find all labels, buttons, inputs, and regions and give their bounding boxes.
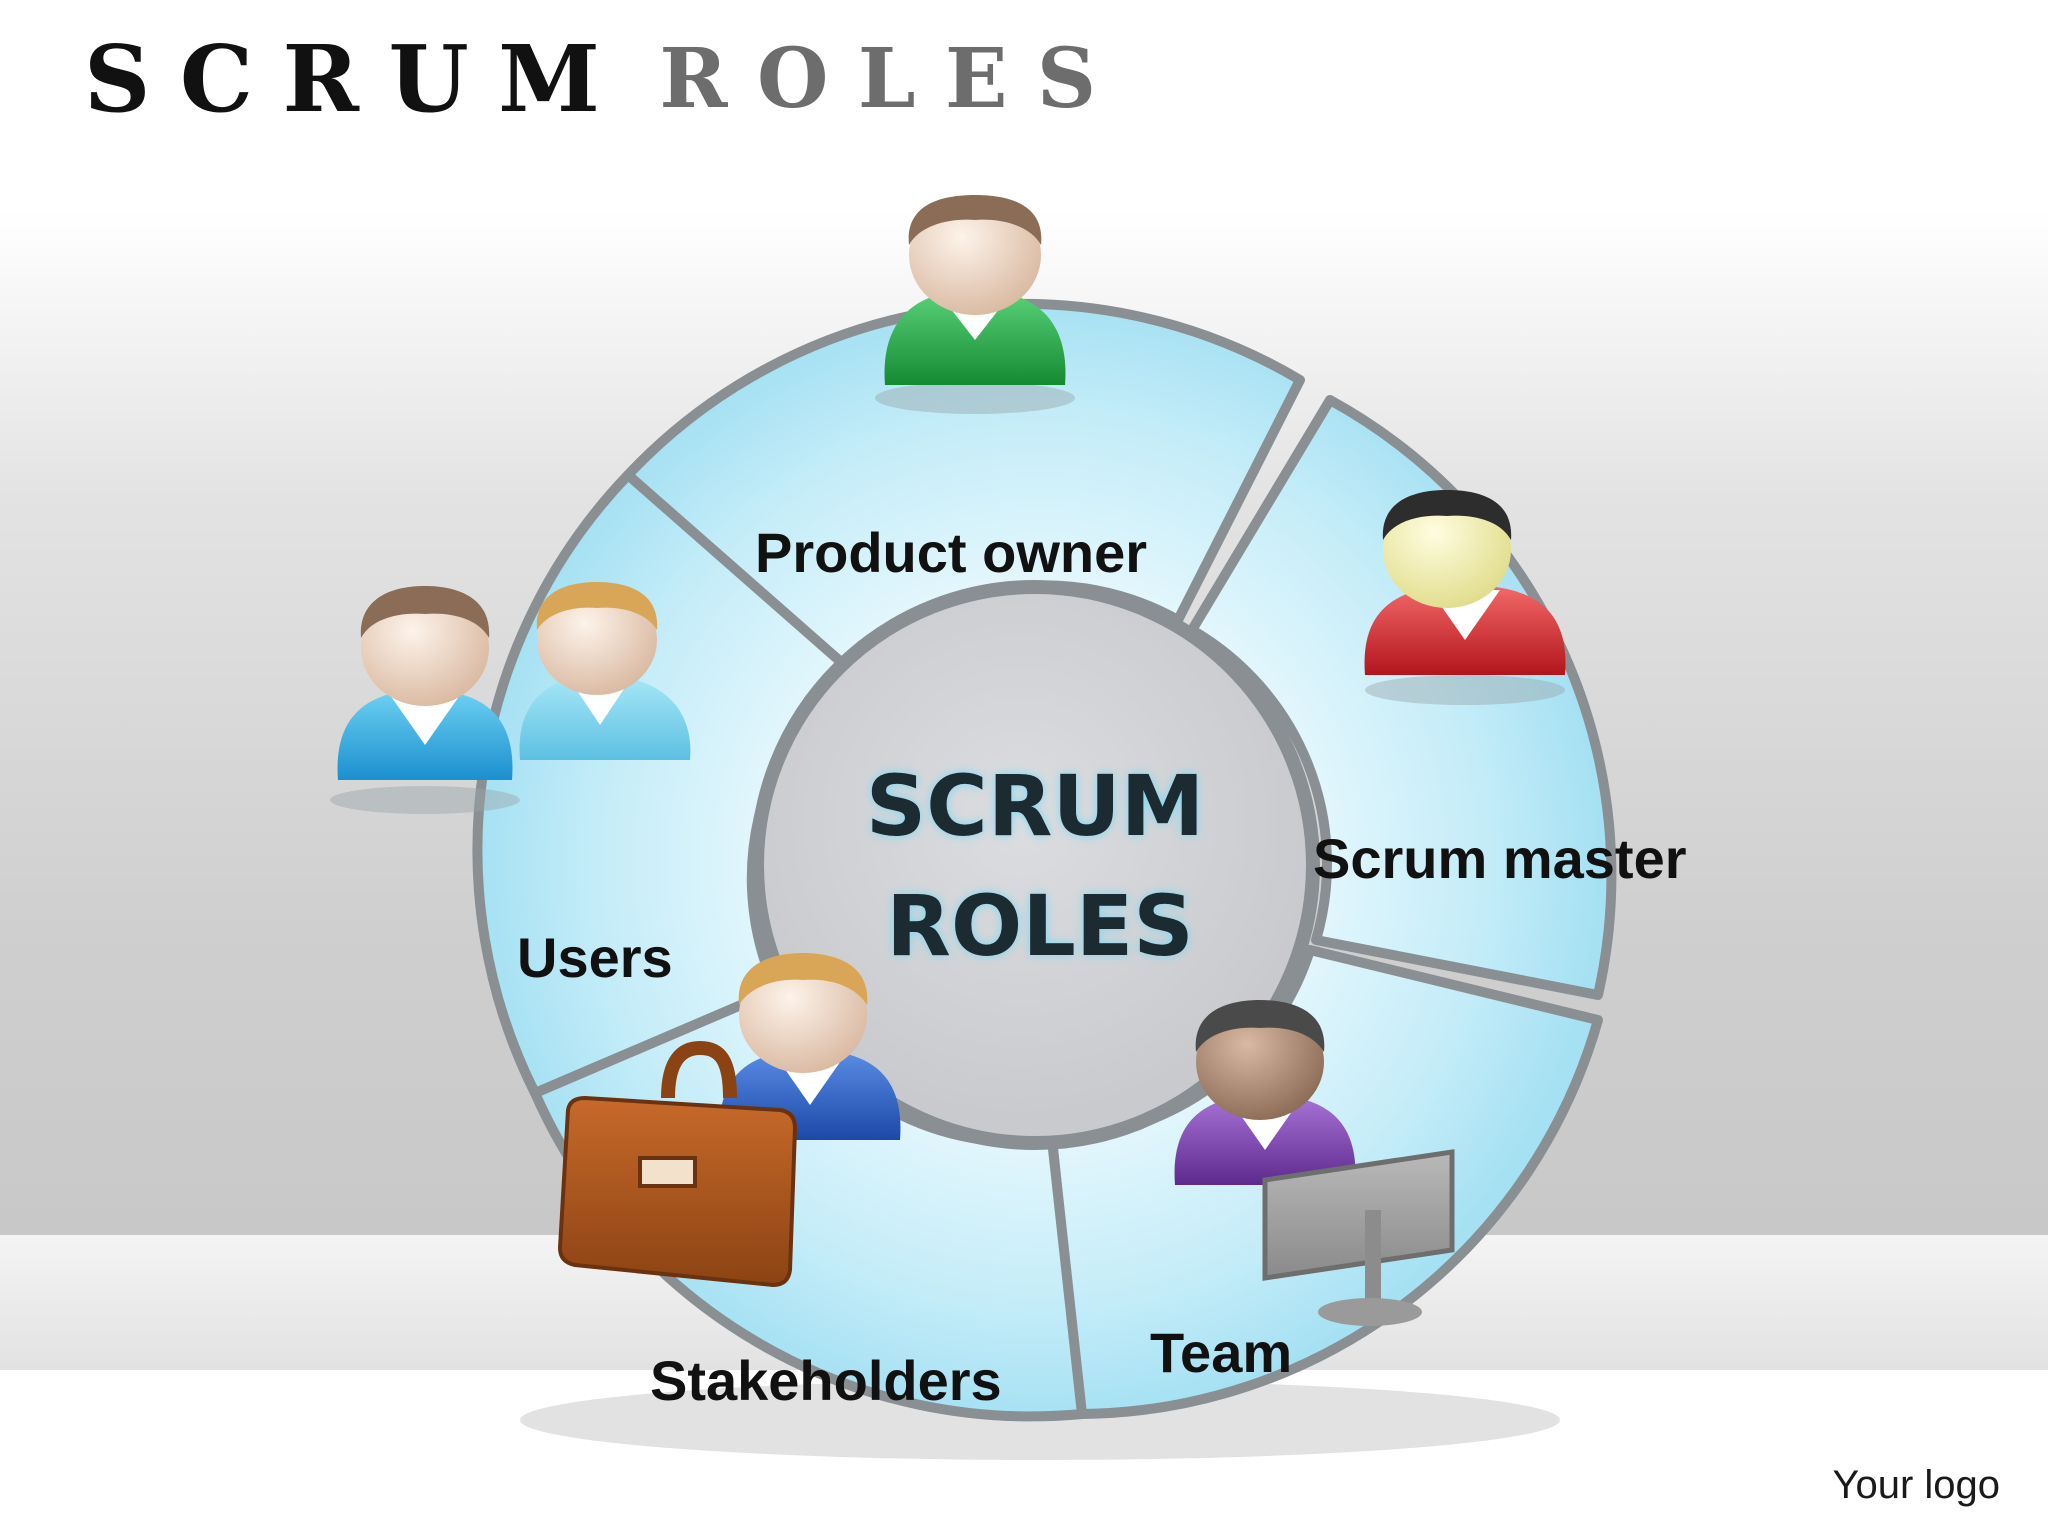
person-red-icon	[1364, 490, 1566, 705]
person-blue-briefcase-icon	[557, 953, 901, 1288]
label-scrum-master: Scrum master	[1313, 827, 1687, 890]
person-green-icon	[875, 195, 1075, 414]
center-title-line-1: SCRUM	[866, 757, 1205, 855]
person-purple-computer-icon	[1174, 1000, 1455, 1326]
computer-monitor-icon	[1262, 1149, 1455, 1326]
label-product-owner: Product owner	[755, 521, 1147, 584]
user-person-front	[330, 586, 520, 814]
logo-placeholder: Your logo	[1832, 1463, 2000, 1507]
briefcase-icon	[557, 1040, 798, 1288]
title-part-2: ROLES	[659, 31, 1126, 127]
label-stakeholders: Stakeholders	[650, 1349, 1002, 1412]
center-disk	[750, 580, 1320, 1150]
label-users: Users	[517, 926, 673, 989]
two-persons-blue-icon	[330, 582, 691, 814]
slide-title: SCRUM ROLES	[84, 24, 1126, 134]
title-part-1: SCRUM	[84, 25, 630, 133]
label-team: Team	[1150, 1321, 1292, 1384]
user-person-back	[519, 582, 691, 760]
center-title-line-2: ROLES	[886, 877, 1194, 975]
